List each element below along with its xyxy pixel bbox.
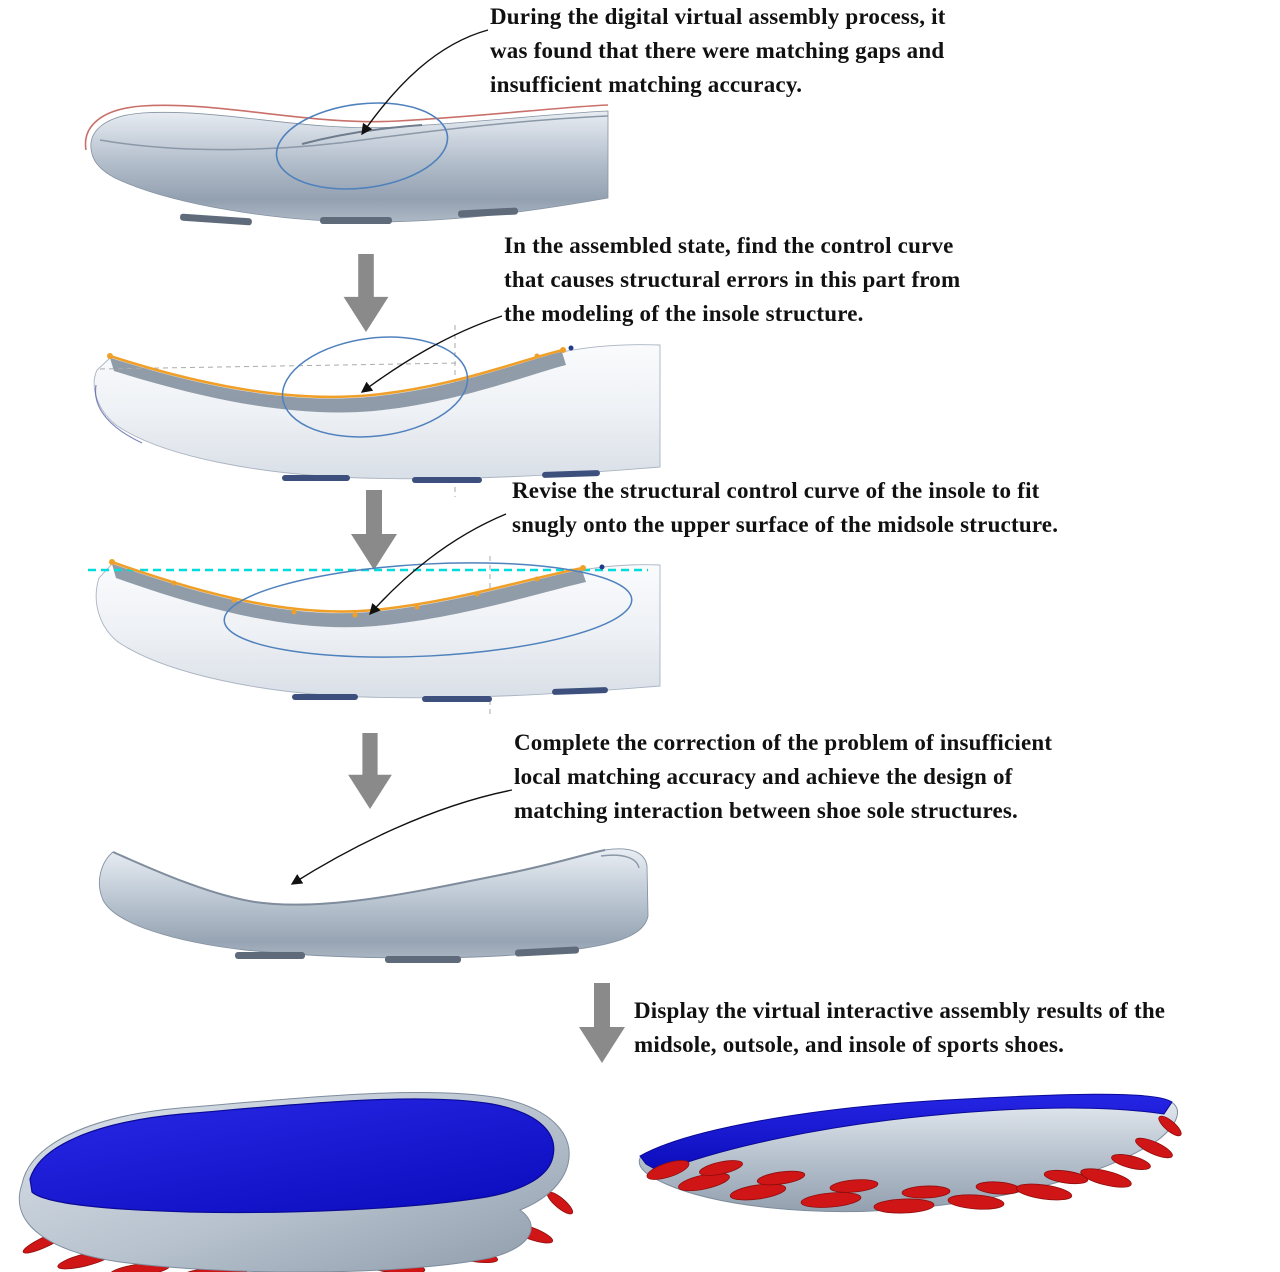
corrected-sole-view <box>99 848 649 963</box>
curve-point <box>534 353 540 359</box>
curve-point <box>107 353 113 359</box>
caption-line: Complete the correction of the problem o… <box>514 730 1053 755</box>
caption-line: Revise the structural control curve of t… <box>512 478 1040 503</box>
tread-mark <box>542 470 600 478</box>
tread-mark <box>292 694 358 700</box>
dashed-horizontal-guide <box>99 362 461 370</box>
down-arrow-icon <box>348 733 392 809</box>
curve-point <box>109 559 115 565</box>
caption-line: midsole, outsole, and insole of sports s… <box>634 1032 1065 1057</box>
down-arrow-icon <box>343 254 389 332</box>
insole-band <box>112 564 586 628</box>
tread-mark <box>180 213 252 226</box>
caption-line: During the digital virtual assembly proc… <box>490 4 946 29</box>
annotation-arrow-icon <box>361 29 489 136</box>
step4-caption: Complete the correction of the problem o… <box>514 726 1214 828</box>
revised-control-curve-view <box>88 556 661 718</box>
assembly-top-view <box>18 1091 574 1272</box>
curve-point <box>534 576 540 582</box>
tread-mark <box>458 207 519 218</box>
step3-caption: Revise the structural control curve of t… <box>512 474 1222 542</box>
caption-line: that causes structural errors in this pa… <box>504 267 961 292</box>
curve-point <box>474 591 480 597</box>
curve-point <box>291 609 297 615</box>
caption-line: local matching accuracy and achieve the … <box>514 764 1013 789</box>
step2-caption: In the assembled state, find the control… <box>504 229 1104 331</box>
assembly-side-view <box>638 1093 1182 1214</box>
down-arrow-icon <box>351 490 397 570</box>
caption-line: Display the virtual interactive assembly… <box>634 998 1166 1023</box>
toe-outline-navy <box>94 384 143 444</box>
gap-outline-red <box>84 104 609 151</box>
caption-line: In the assembled state, find the control… <box>504 233 954 258</box>
tread-mark <box>235 952 305 959</box>
annotation-arrow-icon <box>360 315 503 393</box>
step5-caption: Display the virtual interactive assembly… <box>634 994 1280 1062</box>
curve-point <box>231 597 237 603</box>
highlight-ellipse <box>223 562 633 658</box>
caption-line: insufficient matching accuracy. <box>490 72 803 97</box>
control-curve <box>109 348 564 399</box>
tread-mark <box>422 696 492 702</box>
annotation-arrow-icon <box>290 789 513 885</box>
tread-mark <box>412 477 482 483</box>
tread-mark <box>552 687 608 695</box>
annotation-arrow-icon <box>369 513 507 616</box>
tread-mark <box>320 217 392 224</box>
curve-point <box>560 347 566 353</box>
curve-endpoint-navy <box>599 564 605 570</box>
inner-rim-line <box>112 849 606 906</box>
tread-mark <box>515 946 580 957</box>
caption-line: was found that there were matching gaps … <box>490 38 945 63</box>
insole-edge-blue <box>639 1093 1173 1173</box>
top-seam-line <box>99 115 609 151</box>
insole-band <box>110 352 566 413</box>
caption-line: snugly onto the upper surface of the mid… <box>512 512 1059 537</box>
midsole-gap-view <box>84 102 609 226</box>
gap-crack-line <box>301 124 423 145</box>
caption-line: the modeling of the insole structure. <box>504 301 864 326</box>
highlight-ellipse <box>281 336 469 438</box>
caption-line: matching interaction between shoe sole s… <box>514 798 1019 823</box>
curve-endpoint-navy <box>568 345 574 351</box>
insole-control-curve-view <box>93 325 661 497</box>
curve-point <box>352 612 358 618</box>
curve-point <box>580 565 586 571</box>
highlight-ellipse <box>275 102 449 190</box>
insole-surface-blue <box>29 1098 555 1214</box>
down-arrow-icon <box>579 983 625 1063</box>
tread-mark <box>282 475 350 481</box>
tread-mark <box>385 956 461 963</box>
curve-point <box>414 604 420 610</box>
heel-rim-line <box>600 854 640 869</box>
curve-point <box>171 580 177 586</box>
outsole-lugs-red <box>646 1115 1182 1214</box>
step1-caption: During the digital virtual assembly proc… <box>490 0 1090 102</box>
midsole-body <box>90 110 609 223</box>
